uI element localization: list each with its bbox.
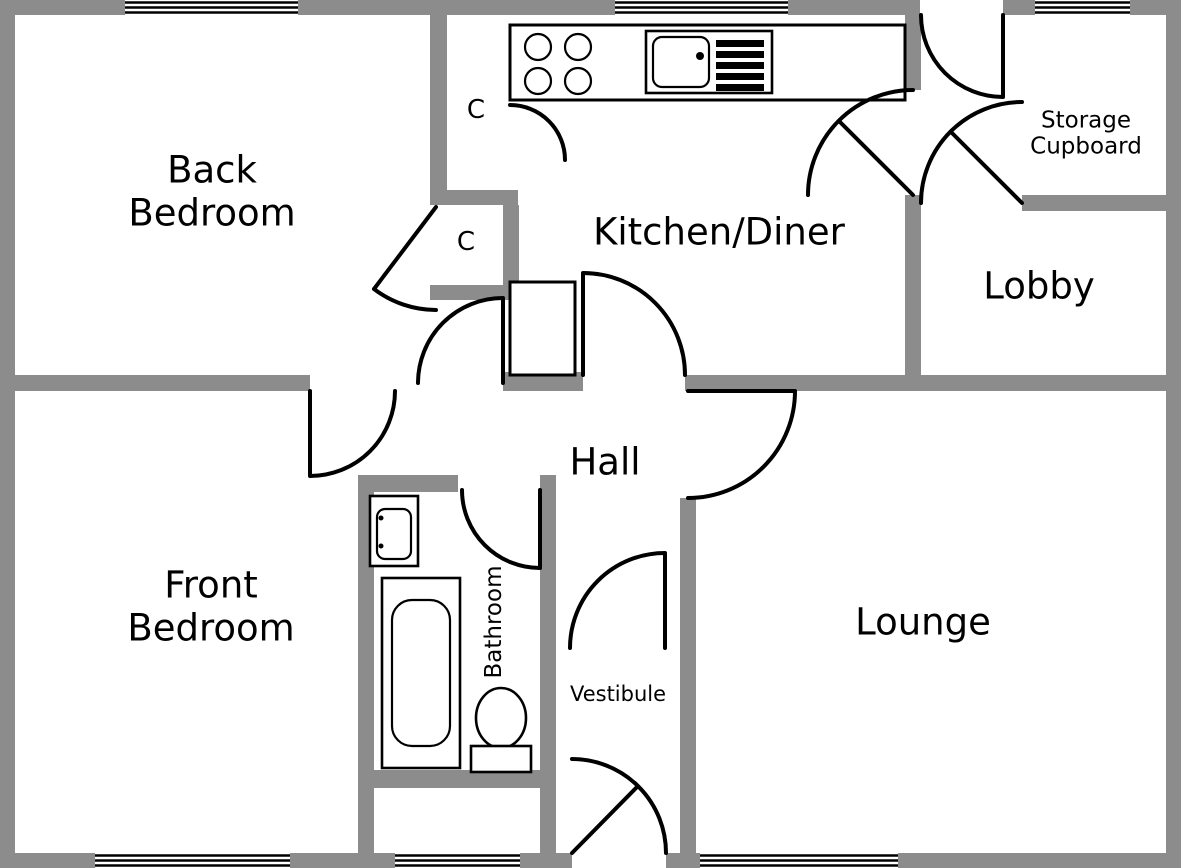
room-label-line: Cupboard: [1030, 134, 1142, 160]
room-label-line: Lobby: [983, 264, 1095, 308]
hob-ring: [563, 66, 593, 96]
window-back-bedroom: [125, 0, 298, 15]
door-hall-cupboard: [372, 205, 438, 312]
room-label-front-bedroom: Front Bedroom: [127, 564, 294, 649]
room-label-line: Vestibule: [569, 681, 667, 706]
window-lines: [125, 1, 298, 14]
window-kitchen: [615, 0, 788, 15]
window-storage: [1035, 0, 1130, 15]
room-label-line: Hall: [569, 440, 641, 484]
sink-bowl: [651, 35, 711, 89]
window-lines: [700, 854, 898, 867]
door-storage-cupboard: [919, 100, 1024, 205]
toilet-cistern: [469, 744, 533, 774]
bathtub-icon: [380, 576, 462, 770]
room-label-line: Storage: [1041, 107, 1131, 134]
window-lines: [1035, 1, 1130, 14]
window-front-bedroom: [95, 853, 290, 868]
sink-drain: [696, 52, 704, 60]
room-label-lobby: Lobby: [983, 264, 1095, 309]
room-label-cupboard-top: C: [466, 95, 486, 126]
draining-board: [716, 40, 764, 91]
kitchen-worktop: [508, 23, 907, 102]
interior-walls: [0, 15, 1166, 853]
room-label-lounge: Lounge: [855, 600, 991, 645]
toilet-bowl: [474, 686, 528, 750]
window-lounge: [700, 853, 898, 868]
room-label-hall: Hall: [569, 440, 641, 485]
window-lines: [615, 1, 788, 14]
window-lines: [395, 854, 520, 867]
door-bathroom: [460, 488, 542, 570]
basin-bowl: [375, 507, 413, 561]
room-label-cupboard-middle: C: [456, 227, 476, 258]
hob-ring: [523, 66, 553, 96]
door-vestibule-hall: [568, 551, 667, 650]
room-label-line: Bedroom: [128, 191, 296, 234]
room-label-line: Bathroom: [480, 565, 507, 679]
door-front-entrance: [570, 757, 668, 855]
room-label-line: Front: [164, 563, 258, 607]
room-label-vestibule: Vestibule: [570, 682, 666, 706]
room-label-line: Bedroom: [127, 606, 295, 649]
hob-ring: [563, 32, 593, 62]
window-lines: [95, 854, 290, 867]
washbasin-icon: [368, 494, 420, 568]
bath-inner: [390, 598, 452, 748]
room-label-line: C: [466, 95, 486, 126]
room-label-line: Back: [167, 148, 257, 192]
door-back-bedroom: [416, 296, 505, 385]
hob-icon: [523, 32, 593, 96]
basin-tap: [378, 543, 384, 549]
hob-ring: [523, 32, 553, 62]
window-bathroom: [395, 853, 520, 868]
door-front-bedroom: [308, 389, 397, 478]
basin-tap: [378, 515, 384, 521]
room-label-line: Kitchen/Diner: [593, 210, 845, 254]
room-label-back-bedroom: Back Bedroom: [128, 149, 295, 234]
bath-outline: [380, 576, 462, 770]
door-kitchen-hall: [581, 271, 687, 377]
door-lounge: [686, 389, 797, 500]
door-kitchen-lobby: [806, 88, 915, 197]
toilet-icon: [469, 686, 533, 774]
room-label-storage-cupboard: Storage Cupboard: [1030, 108, 1142, 161]
room-label-bathroom: Bathroom: [481, 566, 507, 679]
door-back-entrance: [919, 13, 1005, 99]
room-label-kitchen-diner: Kitchen/Diner: [593, 210, 845, 255]
kitchen-unit: [508, 280, 577, 377]
kitchen-sink-icon: [644, 29, 774, 95]
door-kitchen-cupboard: [508, 103, 567, 162]
room-label-line: Lounge: [855, 600, 991, 644]
room-label-line: C: [456, 227, 476, 258]
